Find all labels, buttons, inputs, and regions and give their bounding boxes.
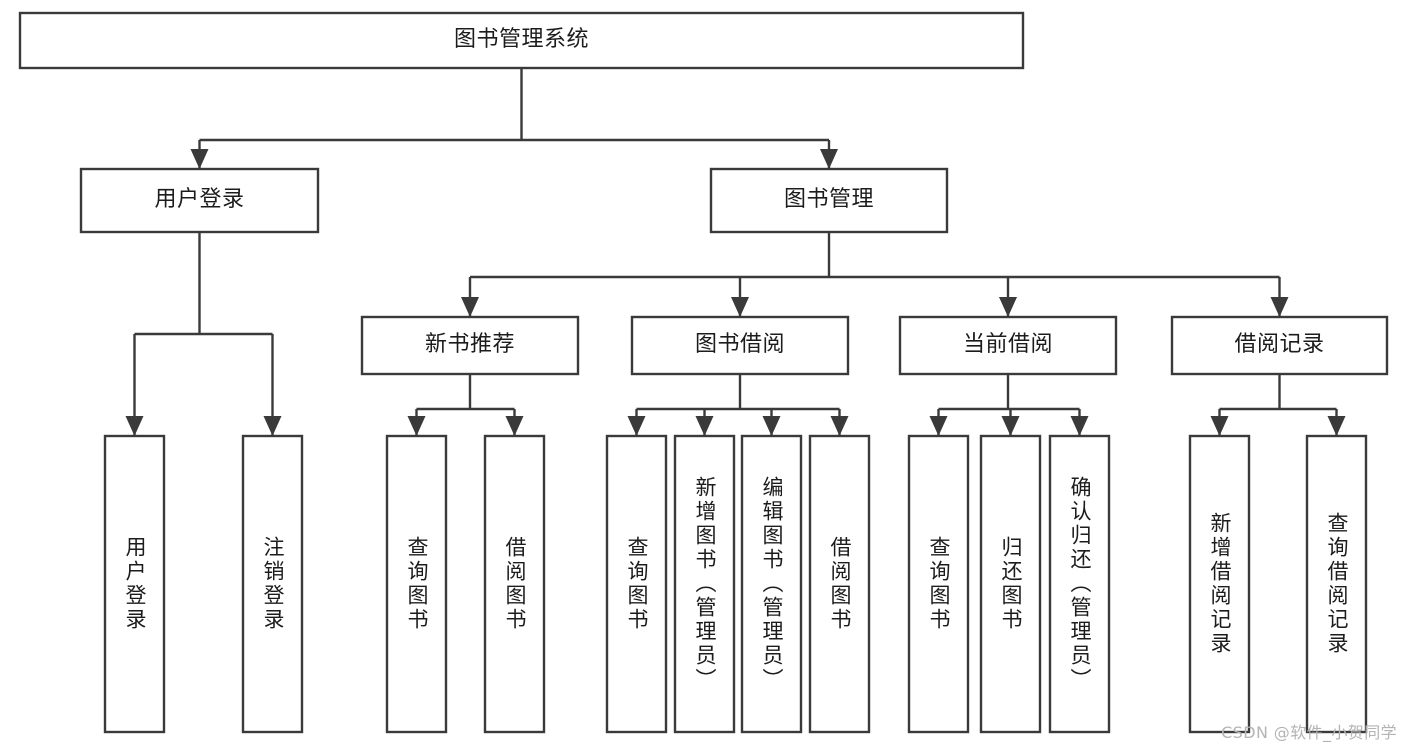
node-box-leaf-borrow-book-rec[interactable] <box>483 434 546 734</box>
arrow-head-icon <box>1001 416 1020 436</box>
node-box-leaf-borrow-book[interactable] <box>808 434 871 734</box>
arrow-head-icon <box>999 297 1017 317</box>
node-box-leaf-edit-book[interactable] <box>740 434 803 734</box>
node-box-leaf-query-book-cur[interactable] <box>907 434 970 734</box>
node-box-new-book-recommend[interactable] <box>360 315 580 376</box>
arrow-head-icon <box>820 149 838 169</box>
node-box-borrow-record[interactable] <box>1170 315 1389 376</box>
node-box-user-login[interactable] <box>79 167 320 234</box>
arrow-head-icon <box>929 416 948 436</box>
connector-layer <box>125 68 1346 436</box>
arrow-head-icon <box>263 416 282 436</box>
arrow-head-icon <box>125 416 144 436</box>
arrow-head-icon <box>1270 297 1289 317</box>
box-layer <box>18 11 1389 734</box>
node-box-leaf-confirm-return[interactable] <box>1048 434 1111 734</box>
arrow-head-icon <box>695 416 714 436</box>
node-box-root[interactable] <box>18 11 1025 70</box>
arrow-head-icon <box>1210 416 1229 436</box>
node-box-leaf-query-record[interactable] <box>1305 434 1368 734</box>
arrow-head-icon <box>505 416 524 436</box>
watermark: CSDN @软件_小贺同学 <box>1221 723 1397 742</box>
arrow-head-icon <box>190 149 209 169</box>
node-box-leaf-add-book[interactable] <box>673 434 736 734</box>
arrow-head-icon <box>407 416 426 436</box>
node-box-leaf-query-book-rec[interactable] <box>385 434 448 734</box>
node-box-leaf-return-book[interactable] <box>979 434 1042 734</box>
arrow-head-icon <box>731 297 749 317</box>
node-box-leaf-add-record[interactable] <box>1188 434 1251 734</box>
node-box-leaf-query-book-borrow[interactable] <box>605 434 668 734</box>
arrow-head-icon <box>830 416 849 436</box>
arrow-head-icon <box>762 416 781 436</box>
arrow-head-icon <box>461 297 479 317</box>
arrow-head-icon <box>1327 416 1346 436</box>
arrow-head-icon <box>1070 416 1089 436</box>
node-box-current-borrow[interactable] <box>898 315 1118 376</box>
node-box-book-borrow[interactable] <box>630 315 850 376</box>
arrow-head-icon <box>627 416 646 436</box>
node-box-leaf-user-login[interactable] <box>103 434 166 734</box>
node-box-leaf-user-logout[interactable] <box>241 434 304 734</box>
node-box-book-manage[interactable] <box>709 167 949 234</box>
